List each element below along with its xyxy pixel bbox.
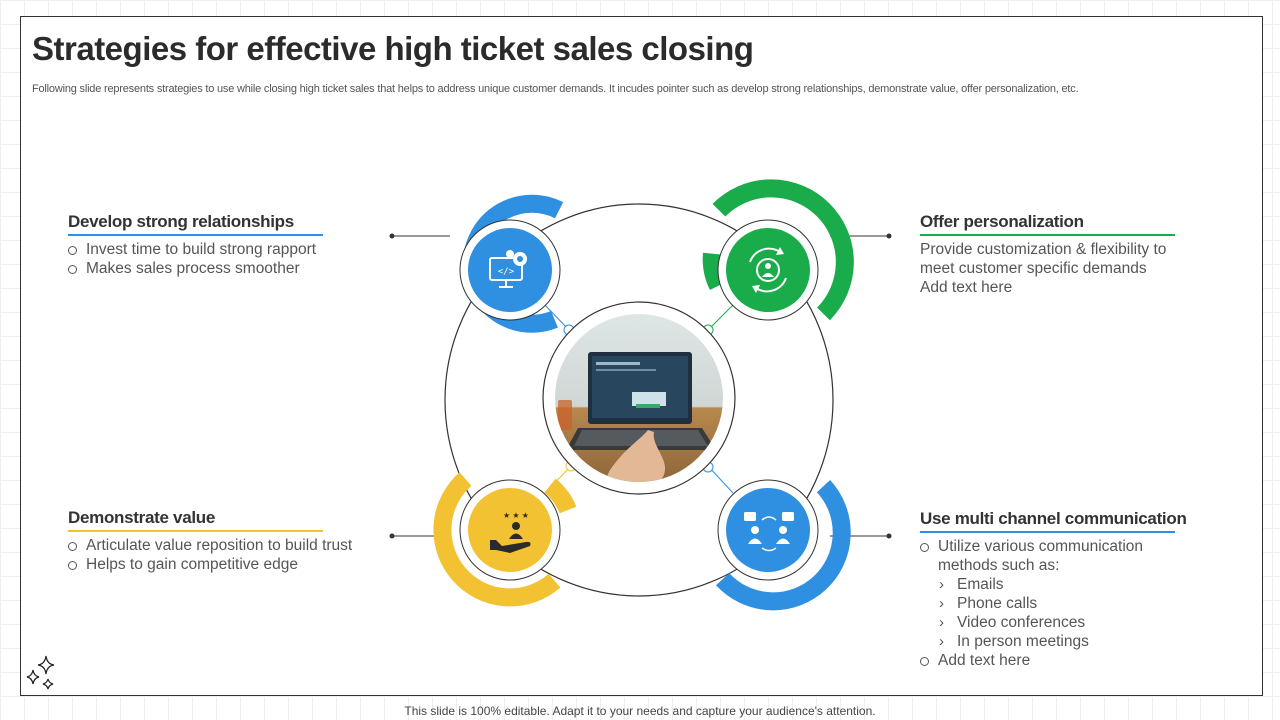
bullet-list: Articulate value reposition to build tru… bbox=[68, 536, 352, 574]
list-item: Emails bbox=[920, 575, 1187, 594]
bullet-list: Utilize various communication methods suc… bbox=[920, 537, 1187, 670]
outer-ring bbox=[444, 203, 834, 597]
sparkle-icon bbox=[26, 655, 55, 690]
people-chat-icon bbox=[744, 512, 794, 552]
list-item: Video conferences bbox=[920, 613, 1187, 632]
list-item: In person meetings bbox=[920, 632, 1187, 651]
slide-subtitle: Following slide represents strategies to… bbox=[32, 83, 1079, 95]
heading-multichannel-communication: Use multi channel communication bbox=[920, 509, 1187, 528]
text-line: meet customer specific demands bbox=[920, 260, 1147, 277]
heading-underline bbox=[68, 530, 323, 532]
list-item: Makes sales process smoother bbox=[68, 259, 323, 278]
node-offer-personalization bbox=[702, 179, 854, 321]
laptop-photo bbox=[555, 314, 723, 482]
heading-offer-personalization: Offer personalization bbox=[920, 212, 1084, 231]
text-line: Provide customization & flexibility to bbox=[920, 241, 1167, 258]
hand-person-stars-icon: ★ ★ ★ bbox=[490, 511, 531, 553]
heading-underline bbox=[920, 234, 1175, 236]
node-demonstrate-value: ★ ★ ★ bbox=[433, 472, 577, 607]
list-item: Utilize various communication methods suc… bbox=[920, 537, 1187, 575]
list-item: Phone calls bbox=[920, 594, 1187, 613]
gear-monitor-icon: </> bbox=[489, 250, 527, 288]
node-multichannel-communication bbox=[715, 479, 851, 611]
text-line: methods such as: bbox=[938, 557, 1060, 574]
list-item: Add text here bbox=[920, 651, 1187, 670]
list-item: Helps to gain competitive edge bbox=[68, 555, 352, 574]
svg-text:★ ★ ★: ★ ★ ★ bbox=[503, 511, 529, 520]
text-line: Utilize various communication bbox=[938, 538, 1144, 555]
bullet-list: Invest time to build strong rapport Make… bbox=[68, 240, 323, 278]
list-item: Invest time to build strong rapport bbox=[68, 240, 323, 259]
svg-text:</>: </> bbox=[498, 267, 515, 277]
text-line: Add text here bbox=[920, 279, 1013, 296]
block-develop-relationships: Develop strong relationships Invest time… bbox=[68, 212, 323, 278]
user-cycle-icon bbox=[749, 247, 787, 293]
heading-demonstrate-value: Demonstrate value bbox=[68, 508, 216, 527]
slide-footer: This slide is 100% editable. Adapt it to… bbox=[404, 704, 876, 718]
heading-underline bbox=[920, 531, 1175, 533]
connector-endpoints bbox=[389, 233, 892, 539]
node-develop-relationships: </> bbox=[459, 194, 564, 333]
block-demonstrate-value: Demonstrate value Articulate value repos… bbox=[68, 508, 352, 574]
heading-underline bbox=[68, 234, 323, 236]
heading-develop-relationships: Develop strong relationships bbox=[68, 212, 294, 231]
block-multichannel-communication: Use multi channel communication Utilize … bbox=[920, 509, 1187, 670]
slide-title: Strategies for effective high ticket sal… bbox=[32, 30, 754, 67]
description-text: Provide customization & flexibility to m… bbox=[920, 240, 1175, 297]
block-offer-personalization: Offer personalization Provide customizat… bbox=[920, 212, 1175, 297]
list-item: Articulate value reposition to build tru… bbox=[68, 536, 352, 555]
